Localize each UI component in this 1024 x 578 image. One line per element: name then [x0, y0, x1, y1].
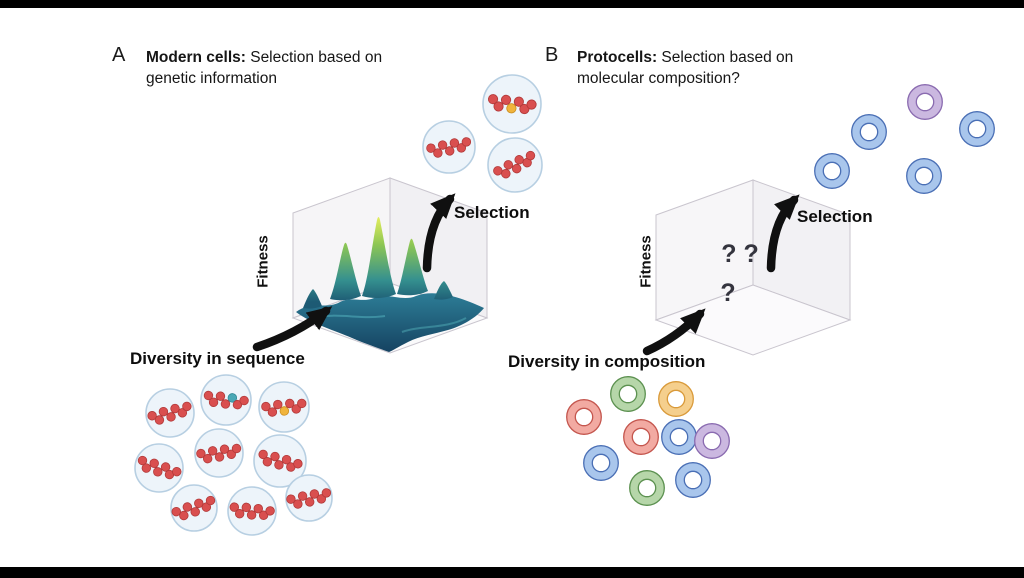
diversity-arrow-a: [252, 306, 333, 352]
diversity-label-a: Diversity in sequence: [130, 349, 305, 368]
vesicle-ring-icon: [583, 445, 619, 481]
cube-floor: [654, 284, 852, 356]
cell-with-rna-chain-icon: [194, 428, 244, 478]
vesicle-ring-icon: [675, 462, 711, 498]
vesicle-ring-icon: [694, 423, 730, 459]
vesicle-ring-icon: [907, 84, 943, 120]
selection-label-a: Selection: [454, 203, 530, 222]
vesicle-ring-icon: [814, 153, 850, 189]
landscape-bump-right: [434, 281, 453, 300]
vesicle-ring-icon: [851, 114, 887, 150]
panel-a-title-bold: Modern cells:: [146, 49, 246, 66]
landscape-sea-surface: [296, 293, 484, 352]
diverse-cells-group: [134, 374, 334, 536]
vesicle-ring-icon: [906, 158, 942, 194]
selection-arrow-a: [422, 193, 456, 273]
panel-b-label: B: [545, 44, 559, 66]
diversity-label-b: Diversity in composition: [508, 352, 706, 371]
fitness-landscape-3d-icon: [291, 177, 489, 354]
selection-label-b: Selection: [797, 207, 873, 226]
selected-vesicles-group: [814, 84, 995, 194]
cell-with-rna-chain-icon: [200, 374, 252, 426]
landscape-peak-left: [330, 242, 361, 301]
diversity-arrow-b: [642, 308, 706, 356]
cell-with-rna-chain-icon: [284, 474, 334, 522]
cell-with-rna-chain-icon: [482, 74, 542, 134]
fitness-axis-label-a: Fitness: [254, 235, 272, 288]
vesicle-ring-icon: [959, 111, 995, 147]
panel-b-title-bold: Protocells:: [577, 49, 658, 66]
question-marks-line1: ? ?: [721, 240, 759, 268]
cell-with-rna-chain-icon: [227, 486, 277, 536]
panel-a-label: A: [112, 44, 126, 66]
panel-b-title: Protocells: Selection based on molecular…: [577, 47, 793, 89]
empty-fitness-cube-icon: [654, 179, 852, 356]
panel-a-title-line2: genetic information: [146, 70, 277, 87]
cell-with-rna-chain-icon: [169, 484, 219, 532]
landscape-peak-center: [362, 217, 396, 299]
cell-with-rna-chain-icon: [145, 388, 195, 438]
vesicle-ring-icon: [566, 399, 602, 435]
vesicle-ring-icon: [661, 419, 697, 455]
fitness-axis-label-b: Fitness: [637, 235, 655, 288]
question-marks-line2: ?: [720, 279, 736, 307]
vesicle-ring-icon: [658, 381, 694, 417]
diverse-vesicles-group: [566, 376, 730, 506]
panel-a-title-rest: Selection based on: [245, 49, 383, 66]
panel-a-title: Modern cells: Selection based on genetic…: [146, 47, 382, 89]
sea-highlight-wave: [401, 317, 467, 333]
cell-with-rna-chain-icon: [253, 434, 307, 488]
cell-with-rna-chain-icon: [422, 120, 476, 174]
selected-cells-group: [422, 74, 543, 193]
cell-with-rna-chain-icon: [258, 381, 310, 433]
vesicle-ring-icon: [623, 419, 659, 455]
cell-with-rna-chain-icon: [134, 443, 184, 493]
panel-b-title-line2: molecular composition?: [577, 70, 740, 87]
cell-with-rna-chain-icon: [487, 137, 543, 193]
landscape-bump-left: [303, 289, 322, 309]
bottom-letterbox-bar: [0, 567, 1024, 578]
vesicle-ring-icon: [629, 470, 665, 506]
selection-arrow-b: [766, 194, 800, 273]
top-letterbox-bar: [0, 0, 1024, 8]
panel-b-title-rest: Selection based on: [657, 49, 794, 66]
landscape-peak-right: [397, 238, 428, 296]
vesicle-ring-icon: [610, 376, 646, 412]
